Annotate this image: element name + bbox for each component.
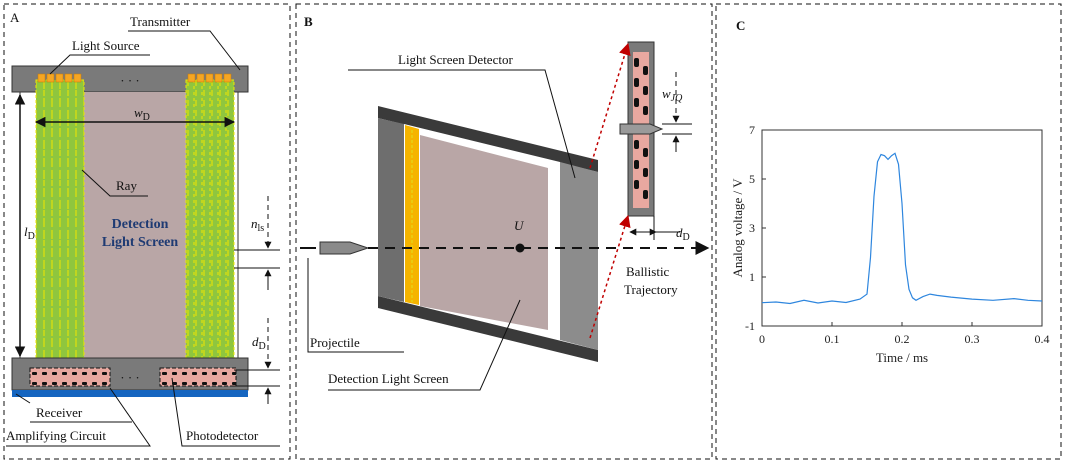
panel-a-letter: A bbox=[10, 10, 20, 25]
y-ticks: -1 1 3 5 7 bbox=[745, 123, 766, 333]
leader-transmitter bbox=[128, 30, 241, 71]
panel-b: B wJQ dD bbox=[295, 3, 713, 460]
label-ray: Ray bbox=[116, 178, 137, 193]
detector-top-edge bbox=[378, 106, 598, 172]
light-source-leds bbox=[37, 73, 232, 83]
label-ballistic-line-2: Trajectory bbox=[624, 282, 678, 297]
x-tick-label: 0.2 bbox=[895, 332, 910, 346]
photodetector-left bbox=[29, 367, 111, 387]
dd-symbol: dD bbox=[252, 334, 266, 352]
leader-projectile bbox=[307, 258, 404, 353]
photodetector-right bbox=[159, 367, 237, 387]
label-detection-light-screen-b: Detection Light Screen bbox=[328, 371, 449, 386]
voltage-chart: -1 1 3 5 7 0 0.1 0.2 0.3 0.4 Time / ms Analog vo… bbox=[730, 123, 1050, 365]
zoom-projectile bbox=[619, 123, 664, 135]
dots-top: · · · bbox=[120, 73, 140, 88]
label-projectile: Projectile bbox=[310, 335, 360, 350]
x-tick-label: 0.4 bbox=[1035, 332, 1050, 346]
label-photodetector: Photodetector bbox=[186, 428, 259, 443]
detector-left-post bbox=[378, 118, 404, 302]
leader-light-source bbox=[49, 54, 150, 75]
x-axis-label: Time / ms bbox=[876, 350, 928, 365]
label-light-source: Light Source bbox=[72, 38, 140, 53]
label-light-screen-detector: Light Screen Detector bbox=[398, 52, 513, 67]
panel-a: A · · · · · bbox=[3, 3, 291, 460]
ray-lines bbox=[43, 80, 227, 376]
wjq-symbol: wJQ bbox=[662, 86, 683, 104]
panel-b-letter: B bbox=[304, 14, 313, 29]
wd-symbol: wD bbox=[134, 105, 150, 123]
label-transmitter: Transmitter bbox=[130, 14, 191, 29]
panel-c-border bbox=[715, 3, 1062, 460]
dots-bottom: · · · bbox=[120, 370, 140, 385]
label-detection-line-1: Detection bbox=[112, 217, 169, 232]
leader-ray bbox=[81, 169, 148, 197]
y-tick-label: 7 bbox=[749, 123, 755, 137]
leader-amplifying bbox=[6, 387, 151, 447]
series-line bbox=[761, 152, 1043, 305]
circuit-base bbox=[12, 390, 248, 397]
y-tick-label: -1 bbox=[745, 319, 755, 333]
x-tick-label: 0.3 bbox=[965, 332, 980, 346]
panel-a-border bbox=[3, 3, 291, 460]
panel-b-border bbox=[295, 3, 713, 460]
leader-photodetector bbox=[171, 377, 280, 447]
panel-c: C -1 1 3 5 7 0 0.1 0.2 0.3 0.4 Time / ms Analog … bbox=[715, 3, 1062, 460]
y-axis-label: Analog voltage / V bbox=[730, 178, 745, 278]
detector-right-post bbox=[560, 162, 598, 350]
label-ballistic-line-1: Ballistic bbox=[626, 264, 670, 279]
y-tick-label: 5 bbox=[749, 172, 755, 186]
detector-screen bbox=[420, 135, 548, 330]
zoom-photodetector-dots bbox=[634, 58, 648, 199]
label-u: U bbox=[514, 218, 525, 233]
panel-c-letter: C bbox=[736, 18, 745, 33]
x-tick-label: 0.1 bbox=[825, 332, 840, 346]
nls-symbol: nls bbox=[251, 216, 264, 234]
x-ticks: 0 0.1 0.2 0.3 0.4 bbox=[759, 322, 1050, 346]
point-u bbox=[515, 243, 525, 253]
detector-bottom-edge bbox=[378, 296, 598, 362]
zoom-line-top bbox=[589, 42, 631, 169]
x-tick-label: 0 bbox=[759, 332, 765, 346]
leader-receiver bbox=[15, 393, 31, 404]
label-detection-line-2: Light Screen bbox=[102, 235, 179, 250]
label-receiver: Receiver bbox=[36, 405, 83, 420]
y-tick-label: 3 bbox=[749, 221, 755, 235]
projectile-shape bbox=[319, 241, 370, 255]
leader-light-screen-detector bbox=[348, 69, 576, 179]
leader-detection-light-screen-b bbox=[328, 299, 521, 391]
ld-symbol: lD bbox=[24, 224, 35, 242]
zoom-dd-symbol: dD bbox=[676, 225, 690, 243]
y-tick-label: 1 bbox=[749, 270, 755, 284]
label-amplifying-circuit: Amplifying Circuit bbox=[6, 428, 106, 443]
plot-area bbox=[761, 129, 1043, 327]
